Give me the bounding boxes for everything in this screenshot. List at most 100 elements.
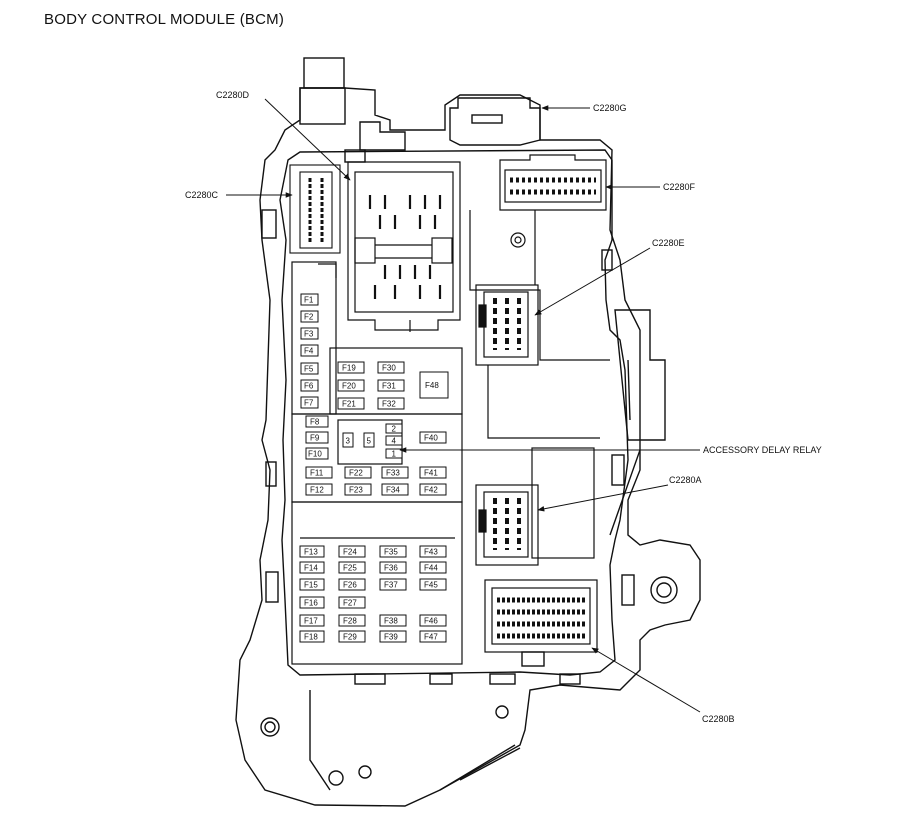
- relay-pin-2: 2: [385, 423, 403, 434]
- svg-text:F38: F38: [384, 617, 398, 626]
- svg-text:F43: F43: [424, 548, 438, 557]
- fuse-f25: F25: [338, 561, 366, 574]
- svg-text:F6: F6: [304, 382, 314, 391]
- fuse-f23: F23: [344, 483, 372, 496]
- svg-text:F27: F27: [343, 599, 357, 608]
- svg-text:F29: F29: [343, 633, 357, 642]
- svg-text:F10: F10: [308, 450, 322, 459]
- connector-c2280a: [475, 447, 595, 566]
- fuse-f2: F2: [300, 310, 319, 323]
- relay-pin-1: 1: [385, 448, 403, 459]
- fuse-f33: F33: [381, 466, 409, 479]
- fuse-f22: F22: [344, 466, 372, 479]
- svg-text:F16: F16: [304, 599, 318, 608]
- fuse-f20: F20: [337, 379, 365, 392]
- svg-text:5: 5: [367, 437, 372, 446]
- connector-c2280f: [469, 154, 610, 439]
- svg-text:F48: F48: [425, 381, 439, 390]
- fuse-f34: F34: [381, 483, 409, 496]
- svg-text:F13: F13: [304, 548, 318, 557]
- fuse-f16: F16: [299, 596, 325, 609]
- svg-text:F11: F11: [310, 469, 324, 478]
- connector-c2280e: [475, 284, 539, 366]
- fuse-f29: F29: [338, 630, 366, 643]
- fuse-f9: F9: [305, 431, 329, 444]
- svg-text:F9: F9: [310, 434, 320, 443]
- svg-text:F35: F35: [384, 548, 398, 557]
- svg-text:F4: F4: [304, 347, 314, 356]
- fuse-f26: F26: [338, 578, 366, 591]
- svg-text:2: 2: [392, 425, 397, 434]
- svg-text:F8: F8: [310, 418, 320, 427]
- fuse-f5: F5: [300, 362, 319, 375]
- callout-accessory-delay-relay: ACCESSORY DELAY RELAY: [703, 445, 822, 455]
- fuse-f30: F30: [377, 361, 405, 374]
- connector-c2280b: [484, 579, 598, 653]
- svg-text:F23: F23: [349, 486, 363, 495]
- fuse-f46: F46: [419, 614, 447, 627]
- relay-pin-3: 3: [342, 432, 354, 448]
- fuse-f38: F38: [379, 614, 407, 627]
- svg-text:F44: F44: [424, 564, 438, 573]
- fuse-f3: F3: [300, 327, 319, 340]
- svg-text:3: 3: [346, 437, 351, 446]
- fuse-f44: F44: [419, 561, 447, 574]
- svg-text:F18: F18: [304, 633, 318, 642]
- fuse-f40: F40: [419, 431, 447, 444]
- fuse-labels: F1 F2 F3 F4 F5 F6 F7 F8 F9 F10 F11 F12 F…: [299, 293, 449, 643]
- svg-text:F37: F37: [384, 581, 398, 590]
- svg-text:F33: F33: [386, 469, 400, 478]
- fuse-f17: F17: [299, 614, 325, 627]
- callout-c2280b: C2280B: [702, 714, 735, 724]
- svg-text:F25: F25: [343, 564, 357, 573]
- fuse-f15: F15: [299, 578, 325, 591]
- svg-text:F42: F42: [424, 486, 438, 495]
- connector-c2280c: [289, 164, 341, 254]
- fuse-f31: F31: [377, 379, 405, 392]
- svg-text:F22: F22: [349, 469, 363, 478]
- callout-c2280d: C2280D: [216, 90, 250, 100]
- fuse-f1: F1: [300, 293, 319, 306]
- fuse-f47: F47: [419, 630, 447, 643]
- svg-text:4: 4: [392, 437, 397, 446]
- svg-text:F36: F36: [384, 564, 398, 573]
- connector-c2280d: [347, 161, 461, 332]
- fuse-f21: F21: [337, 397, 365, 410]
- accessory-delay-relay: 3 5 2 4 1: [342, 423, 403, 459]
- fuse-f8: F8: [305, 415, 329, 428]
- housing: [235, 57, 701, 807]
- fuse-f27: F27: [338, 596, 366, 609]
- callout-c2280a: C2280A: [669, 475, 702, 485]
- fuse-f11: F11: [305, 466, 333, 479]
- svg-text:F21: F21: [342, 400, 356, 409]
- svg-text:F15: F15: [304, 581, 318, 590]
- fuse-f36: F36: [379, 561, 407, 574]
- fuse-f45: F45: [419, 578, 447, 591]
- svg-text:F7: F7: [304, 399, 314, 408]
- fuse-f35: F35: [379, 545, 407, 558]
- fuse-f19: F19: [337, 361, 365, 374]
- svg-text:F32: F32: [382, 400, 396, 409]
- callout-c2280e: C2280E: [652, 238, 685, 248]
- svg-text:F24: F24: [343, 548, 357, 557]
- fuse-panel: [291, 261, 463, 665]
- svg-text:F34: F34: [386, 486, 400, 495]
- svg-text:F41: F41: [424, 469, 438, 478]
- svg-text:F14: F14: [304, 564, 318, 573]
- fuse-f7: F7: [300, 396, 319, 409]
- fuse-f13: F13: [299, 545, 325, 558]
- callout-c2280g: C2280G: [593, 103, 627, 113]
- fuse-f48: F48: [419, 371, 449, 399]
- svg-text:F3: F3: [304, 330, 314, 339]
- fuse-f28: F28: [338, 614, 366, 627]
- callout-lines: [226, 98, 701, 713]
- svg-text:F45: F45: [424, 581, 438, 590]
- callout-c2280c: C2280C: [185, 190, 219, 200]
- callout-c2280f: C2280F: [663, 182, 696, 192]
- svg-text:F28: F28: [343, 617, 357, 626]
- fuse-f24: F24: [338, 545, 366, 558]
- relay-pin-4: 4: [385, 435, 403, 446]
- fuse-f43: F43: [419, 545, 447, 558]
- svg-text:F20: F20: [342, 382, 356, 391]
- fuse-f32: F32: [377, 397, 405, 410]
